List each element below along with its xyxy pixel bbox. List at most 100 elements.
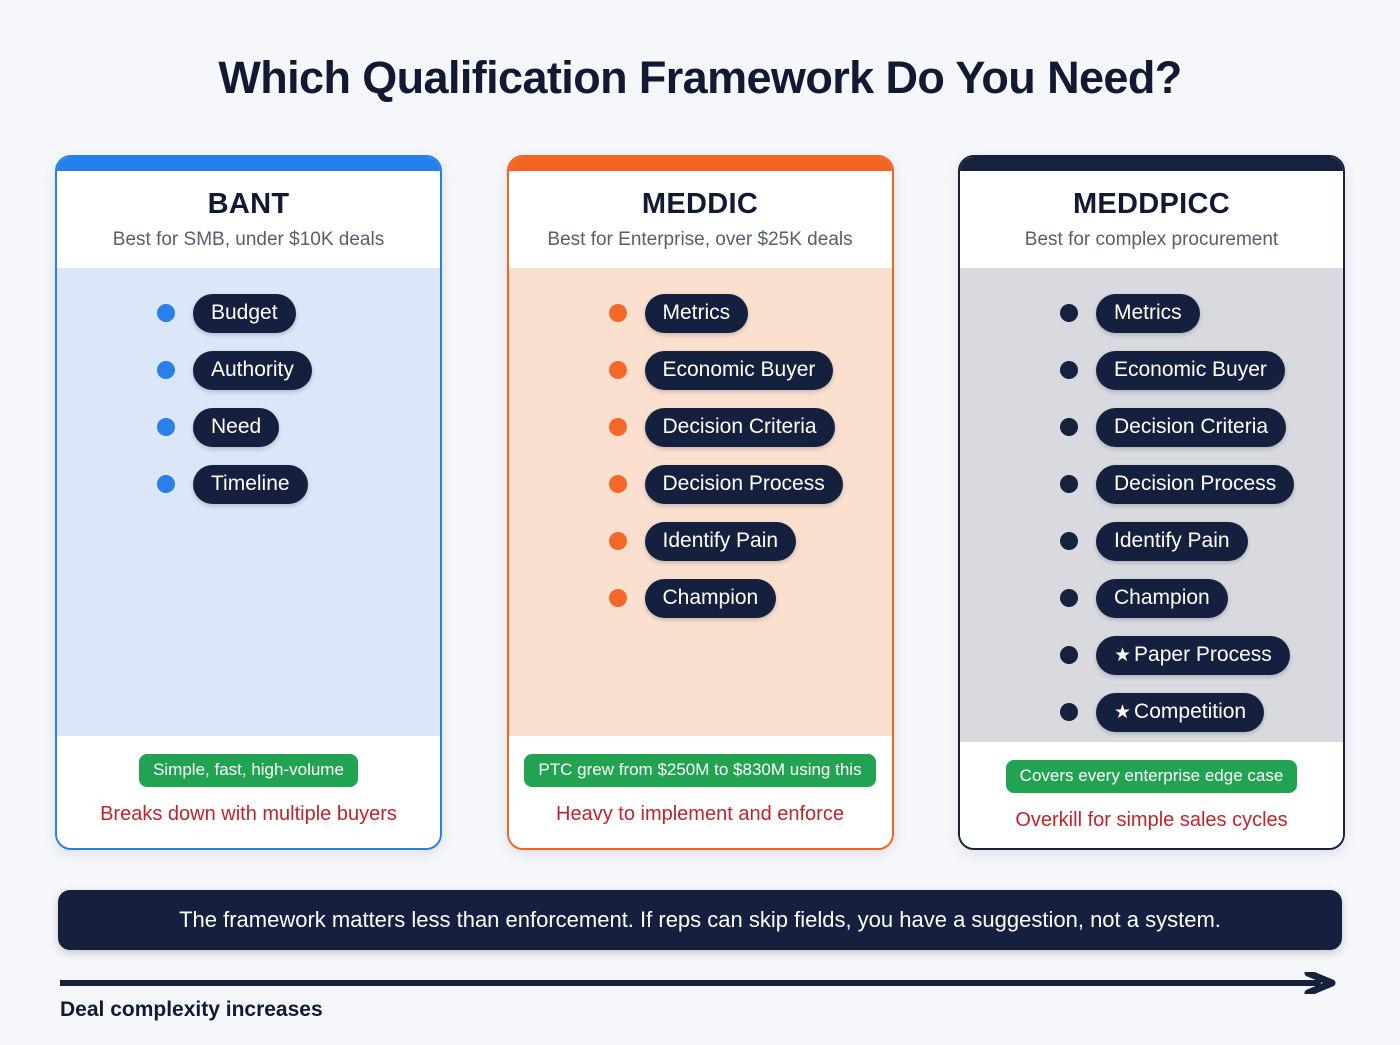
con-text: Breaks down with multiple buyers [100,803,397,825]
bullet-dot-icon [608,304,627,323]
key-takeaway-text: The framework matters less than enforcem… [179,907,1221,932]
criteria-pill[interactable]: Metrics [1096,293,1200,333]
criteria-label: Champion [662,585,759,609]
criteria-label: Budget [211,300,278,324]
criteria-item[interactable]: Economic Buyer [608,350,892,390]
criteria-item[interactable]: ★Competition [1060,692,1343,732]
con-text: Overkill for simple sales cycles [1015,808,1288,831]
bullet-dot-icon [1060,418,1078,437]
criteria-item[interactable]: Budget [157,293,440,333]
criteria-pill[interactable]: Identify Pain [1096,521,1248,561]
criteria-pill[interactable]: Authority [193,350,312,390]
card-accent-bar [960,157,1343,171]
criteria-item[interactable]: Decision Criteria [1060,407,1343,447]
criteria-item[interactable]: Economic Buyer [1060,350,1343,390]
criteria-pill[interactable]: Need [193,407,280,447]
criteria-item[interactable]: ★Paper Process [1060,635,1343,675]
pro-badge: Simple, fast, high-volume [139,754,358,787]
criteria-item[interactable]: Champion [1060,578,1343,618]
criteria-item[interactable]: Metrics [608,293,892,333]
criteria-pill[interactable]: Economic Buyer [1096,350,1285,390]
criteria-pill[interactable]: Champion [1096,578,1228,618]
pro-badge: PTC grew from $250M to $830M using this [524,754,876,787]
criteria-pill[interactable]: Metrics [644,293,749,333]
bullet-dot-icon [1060,703,1078,722]
criteria-pill[interactable]: Timeline [193,464,308,504]
criteria-pill[interactable]: Identify Pain [644,521,797,561]
bullet-dot-icon [1060,361,1078,380]
criteria-label: Authority [211,357,294,381]
criteria-pill[interactable]: Decision Criteria [1096,407,1287,447]
framework-subtitle: Best for complex procurement [1024,228,1279,250]
criteria-item[interactable]: Identify Pain [1060,521,1343,561]
criteria-pill[interactable]: Decision Process [644,464,843,504]
bullet-dot-icon [1060,532,1078,551]
bullet-dot-icon [157,475,175,494]
bullet-dot-icon [1060,646,1078,665]
criteria-pill[interactable]: ★Competition [1096,692,1265,732]
criteria-pill[interactable]: Budget [193,293,296,333]
key-takeaway-banner: The framework matters less than enforcem… [58,890,1342,950]
criteria-item[interactable]: Timeline [157,464,440,504]
criteria-item[interactable]: Decision Criteria [608,407,892,447]
bullet-dot-icon [608,589,627,608]
star-icon: ★ [1114,644,1132,666]
criteria-pill[interactable]: Decision Process [1096,464,1295,504]
star-icon: ★ [1114,701,1132,723]
criteria-item[interactable]: Authority [157,350,440,390]
criteria-label: Champion [1114,585,1210,609]
criteria-label: Metrics [662,300,731,324]
bullet-dot-icon [1060,589,1078,608]
criteria-item[interactable]: Metrics [1060,293,1343,333]
criteria-label: Metrics [1114,300,1182,324]
criteria-label: Need [211,414,262,438]
criteria-label: Decision Criteria [662,414,817,438]
criteria-item[interactable]: Champion [608,578,892,618]
complexity-arrow [60,972,1340,994]
card-header: MEDDPICC Best for complex procurement [960,171,1343,268]
page-title: Which Qualification Framework Do You Nee… [218,52,1182,103]
criteria-label: Economic Buyer [662,357,816,381]
bullet-dot-icon [157,304,175,323]
criteria-item[interactable]: Identify Pain [608,521,892,561]
criteria-label: Decision Process [1114,471,1277,495]
criteria-item[interactable]: Need [157,407,440,447]
axis-label: Deal complexity increases [60,998,323,1021]
framework-subtitle: Best for SMB, under $10K deals [112,228,385,250]
framework-name: MEDDPICC [1072,188,1231,220]
criteria-label: Identify Pain [662,528,779,552]
criteria-item[interactable]: Decision Process [608,464,892,504]
arrow-right-icon [60,972,1336,994]
criteria-pill[interactable]: Champion [644,578,777,618]
bullet-dot-icon [1060,304,1078,323]
card-accent-bar [57,157,440,171]
criteria-item[interactable]: Decision Process [1060,464,1343,504]
con-text: Heavy to implement and enforce [556,803,844,825]
criteria-label: Decision Process [662,471,825,495]
criteria-label: Economic Buyer [1114,357,1267,381]
criteria-label: Timeline [211,471,290,495]
criteria-pill[interactable]: Decision Criteria [644,407,835,447]
framework-name: MEDDIC [641,188,759,220]
bullet-dot-icon [608,418,627,437]
criteria-pill[interactable]: ★Paper Process [1096,635,1290,675]
criteria-label: Decision Criteria [1114,414,1269,438]
bullet-dot-icon [157,418,175,437]
card-accent-bar [508,157,892,171]
criteria-pill[interactable]: Economic Buyer [644,350,834,390]
